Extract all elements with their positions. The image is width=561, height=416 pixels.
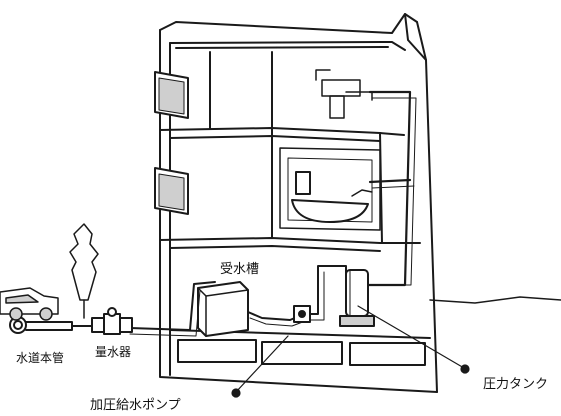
tree [69, 223, 99, 319]
leader-pressure-tank [357, 305, 470, 374]
pressure-tank-label: 圧力タンク [483, 377, 549, 392]
water-meter-label: 量水器 [95, 345, 132, 359]
top-fixtures [315, 69, 373, 119]
supply-pipe [129, 281, 216, 331]
receiving-tank [197, 281, 249, 337]
receiving-tank-label: 受水槽 [220, 262, 260, 277]
bathroom [279, 147, 381, 231]
pressure-tank-shape [339, 269, 375, 327]
booster-pump-label: 加圧給水ポンプ [90, 398, 181, 413]
window-upper [154, 71, 189, 119]
water-main-label: 水道本管 [16, 351, 65, 365]
water-heater [295, 171, 311, 195]
ground-line [429, 296, 561, 304]
riser-pipe [364, 90, 417, 287]
bathtub [291, 199, 369, 223]
car [0, 287, 59, 321]
leader-pump [231, 335, 289, 398]
water-meter-assembly [71, 307, 133, 335]
booster-pump [293, 305, 311, 323]
window-middle [154, 167, 189, 215]
